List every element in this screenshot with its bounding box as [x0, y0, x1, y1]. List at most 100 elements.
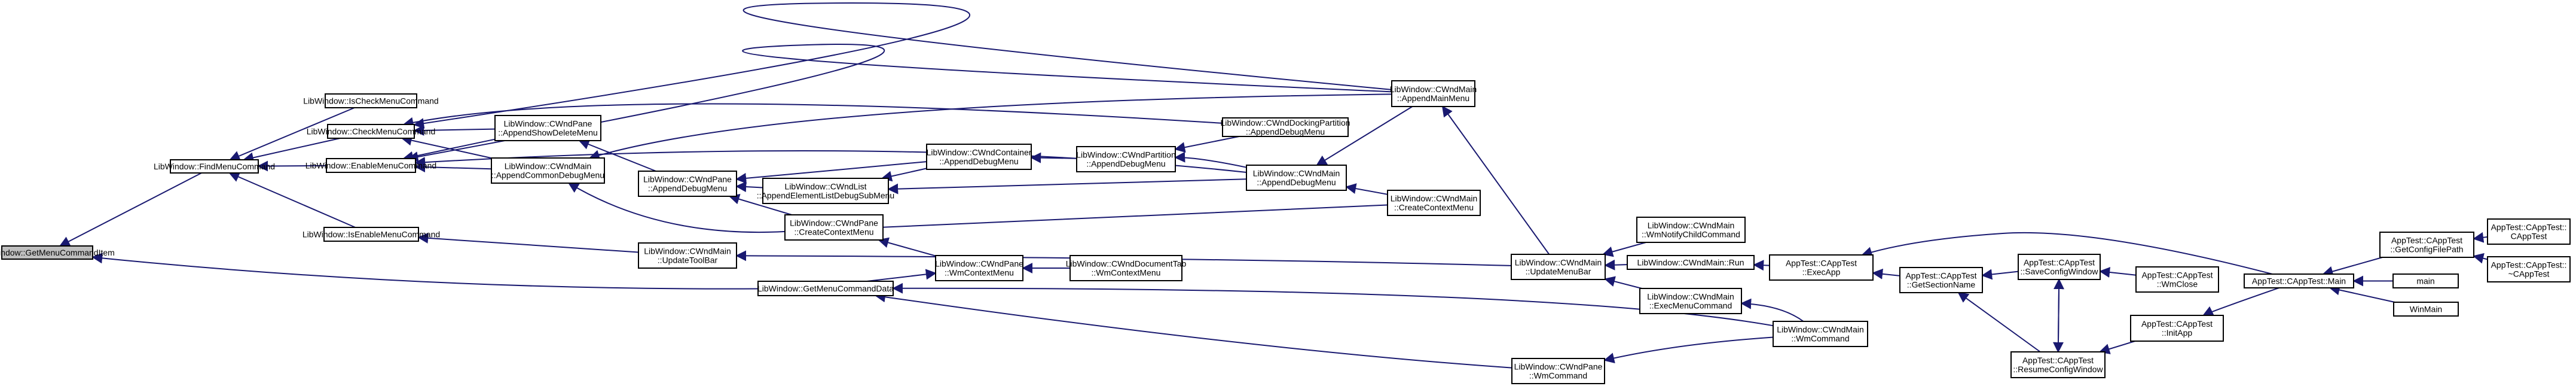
- node-getConfigFilePath[interactable]: AppTest::CAppTest::GetConfigFilePath: [2379, 232, 2474, 258]
- node-main[interactable]: main: [2392, 273, 2459, 288]
- node-box: [935, 255, 1023, 281]
- node-wmNotifyChildCommand[interactable]: LibWindow::CWndMain::WmNotifyChildComman…: [1636, 217, 1746, 243]
- node-wndMainAppendMainMenu[interactable]: LibWindow::CWndMain::AppendMainMenu: [1390, 80, 1477, 107]
- node-wndMainCreateContextMenu[interactable]: LibWindow::CWndMain::CreateContextMenu: [1387, 190, 1481, 216]
- node-checkMenuCommand[interactable]: LibWindow::CheckMenuCommand: [307, 124, 436, 139]
- node-wndDocumentTabWmContextMenu[interactable]: LibWindow::CWndDocumentTab::WmContextMen…: [1066, 255, 1187, 281]
- node-wndDockingPartitionAppendDebugMenu[interactable]: LibWindow::CWndDockingPartition::AppendD…: [1220, 117, 1350, 137]
- node-label: AppTest::CAppTest::: [2491, 223, 2567, 232]
- node-label: LibWindow::CheckMenuCommand: [307, 127, 436, 136]
- node-label: ~CAppTest: [2508, 269, 2550, 279]
- node-box: [494, 115, 601, 141]
- node-resumeConfigWindow[interactable]: AppTest::CAppTest::ResumeConfigWindow: [2010, 351, 2106, 378]
- node-wndPaneAppendShowDeleteMenu[interactable]: LibWindow::CWndPane::AppendShowDeleteMen…: [494, 115, 601, 141]
- node-wmClose[interactable]: AppTest::CAppTest::WmClose: [2135, 266, 2219, 293]
- edge-wndMainWmCommand-to-getMenuCommandData: [892, 282, 1774, 327]
- edge-wndMainAppendCommonDebugMenu-to-checkMenuCommand: [401, 135, 492, 159]
- node-wndMainRun[interactable]: LibWindow::CWndMain::Run: [1627, 255, 1755, 270]
- node-enableMenuCommand[interactable]: LibWindow::EnableMenuCommand: [305, 158, 436, 173]
- node-label: AppTest::CAppTest: [2391, 236, 2462, 245]
- node-box: [1636, 217, 1746, 243]
- node-box: [327, 124, 415, 139]
- node-label: LibWindow::CWndPane: [1514, 362, 1603, 372]
- node-label: ::ResumeConfigWindow: [2013, 364, 2103, 374]
- node-wndPartitionAppendDebugMenu[interactable]: LibWindow::CWndPartition::AppendDebugMen…: [1076, 146, 1176, 172]
- edge-wndPaneAppendShowDeleteMenu-to-enableMenuCommand: [402, 138, 496, 162]
- node-ctor[interactable]: AppTest::CAppTest::CAppTest: [2487, 218, 2571, 245]
- node-wndPaneAppendDebugMenu[interactable]: LibWindow::CWndPane::AppendDebugMenu: [638, 171, 737, 197]
- edge-getConfigFilePath-to-appTestMain: [2322, 257, 2383, 277]
- node-label: AppTest::CAppTest: [2141, 319, 2213, 329]
- node-label: ::WmContextMenu: [945, 268, 1014, 278]
- node-getSectionName[interactable]: AppTest::CAppTest::GetSectionName: [1899, 267, 1983, 293]
- edge-wndContainerAppendDebugMenu-to-wndPaneAppendDebugMenu: [735, 161, 927, 184]
- node-label: ::AppendCommonDebugMenu: [491, 171, 604, 180]
- edge-winMain-to-appTestMain: [2329, 284, 2395, 303]
- node-wndContainerAppendDebugMenu[interactable]: LibWindow::CWndContainer::AppendDebugMen…: [926, 144, 1032, 170]
- node-box: [1511, 358, 1605, 384]
- node-wndMainAppendCommonDebugMenu[interactable]: LibWindow::CWndMain::AppendCommonDebugMe…: [491, 157, 605, 184]
- node-box: [1, 245, 93, 260]
- node-label: ::AppendDebugMenu: [939, 157, 1018, 166]
- node-label: AppTest::CAppTest: [2022, 355, 2094, 365]
- node-wndListAppendElementListDebugSubMenu[interactable]: LibWindow::CWndList::AppendElementListDe…: [757, 178, 894, 204]
- node-isEnableMenuCommand[interactable]: LibWindow::IsEnableMenuCommand: [302, 227, 440, 242]
- node-saveConfigWindow[interactable]: AppTest::CAppTest::SaveConfigWindow: [2018, 254, 2101, 280]
- node-box: [1511, 254, 1606, 280]
- edge-wndMainAppendMainMenu-to-checkMenuCommand: [413, 2, 1392, 129]
- node-box: [638, 242, 737, 269]
- node-updateMenuBar[interactable]: LibWindow::CWndMain::UpdateMenuBar: [1511, 254, 1606, 280]
- node-label: LibWindow::IsEnableMenuCommand: [302, 230, 440, 239]
- node-label: ::GetConfigFilePath: [2390, 245, 2463, 254]
- edge-wndPaneCreateContextMenu-to-wndPaneAppendDebugMenu: [728, 194, 792, 215]
- node-getMenuCommandItem[interactable]: LibWindow::GetMenuCommandItem: [0, 245, 115, 260]
- node-box: [170, 159, 259, 174]
- node-execMenuCommand[interactable]: LibWindow::CWndMain::ExecMenuCommand: [1639, 288, 1742, 314]
- node-dtor[interactable]: AppTest::CAppTest::~CAppTest: [2487, 256, 2571, 282]
- node-wndPaneWmCommand[interactable]: LibWindow::CWndPane::WmCommand: [1511, 358, 1605, 384]
- edge-wndContainerAppendDebugMenu-to-wndListAppendElementListDebugSubMenu: [881, 168, 927, 182]
- node-label: LibWindow::CWndMain: [1647, 292, 1734, 302]
- node-findMenuCommand[interactable]: LibWindow::FindMenuCommand: [154, 159, 275, 174]
- node-wndMainWmCommand[interactable]: LibWindow::CWndMain::WmCommand: [1773, 321, 1868, 347]
- node-label: ::AppendShowDeleteMenu: [498, 128, 598, 138]
- edge-wndPaneWmContextMenu-to-wndPaneCreateContextMenu: [878, 237, 936, 257]
- edge-isCheckMenuCommand-to-findMenuCommand: [229, 107, 355, 162]
- node-label: ::GetSectionName: [1907, 280, 1976, 290]
- edge-wndDockingPartitionAppendDebugMenu-to-checkMenuCommand: [402, 103, 1223, 128]
- node-isCheckMenuCommand[interactable]: LibWindow::IsCheckMenuCommand: [303, 93, 439, 108]
- node-appTestMain[interactable]: AppTest::CAppTest::Main: [2244, 273, 2354, 288]
- node-label: LibWindow::FindMenuCommand: [154, 162, 275, 171]
- node-winMain[interactable]: WinMain: [2393, 302, 2459, 317]
- node-label: ::AppendElementListDebugSubMenu: [757, 191, 894, 200]
- node-label: LibWindow::CWndMain: [1390, 84, 1477, 94]
- node-box: [326, 158, 416, 173]
- edge-checkMenuCommand-to-findMenuCommand: [243, 138, 341, 163]
- node-wndPaneWmContextMenu[interactable]: LibWindow::CWndPane::WmContextMenu: [935, 255, 1023, 281]
- node-box: [757, 281, 894, 296]
- node-execApp[interactable]: AppTest::CAppTest::ExecApp: [1769, 254, 1874, 281]
- node-box: [926, 144, 1032, 170]
- node-box: [762, 178, 889, 204]
- node-label: LibWindow::CWndPane: [935, 259, 1023, 269]
- node-label: LibWindow::CWndMain::Run: [1637, 258, 1744, 268]
- node-label: ::AppendDebugMenu: [1257, 178, 1336, 187]
- edge-execMenuCommand-to-updateMenuBar: [1604, 276, 1642, 289]
- node-wndPaneCreateContextMenu[interactable]: LibWindow::CWndPane::CreateContextMenu: [784, 214, 884, 241]
- edge-wndMainAppendCommonDebugMenu-to-enableMenuCommand: [414, 162, 492, 173]
- node-label: ::WmNotifyChildCommand: [1642, 230, 1740, 239]
- node-initApp[interactable]: AppTest::CAppTest::InitApp: [2130, 315, 2224, 342]
- node-label: ::UpdateToolBar: [658, 256, 718, 265]
- node-getMenuCommandData[interactable]: LibWindow::GetMenuCommandData: [757, 281, 894, 296]
- node-label: LibWindow::CWndDockingPartition: [1220, 118, 1350, 127]
- node-label: AppTest::CAppTest: [2024, 258, 2095, 268]
- node-box: [2130, 315, 2224, 342]
- node-label: AppTest::CAppTest: [1905, 271, 1976, 281]
- node-updateToolBar[interactable]: LibWindow::CWndMain::UpdateToolBar: [638, 242, 737, 269]
- node-label: ::AppendDebugMenu: [1086, 159, 1165, 169]
- node-box: [491, 157, 605, 184]
- node-box: [1069, 255, 1182, 281]
- node-wndMainAppendDebugMenu[interactable]: LibWindow::CWndMain::AppendDebugMenu: [1246, 165, 1347, 191]
- node-label: ::WmContextMenu: [1092, 268, 1161, 278]
- node-box: [1222, 117, 1349, 137]
